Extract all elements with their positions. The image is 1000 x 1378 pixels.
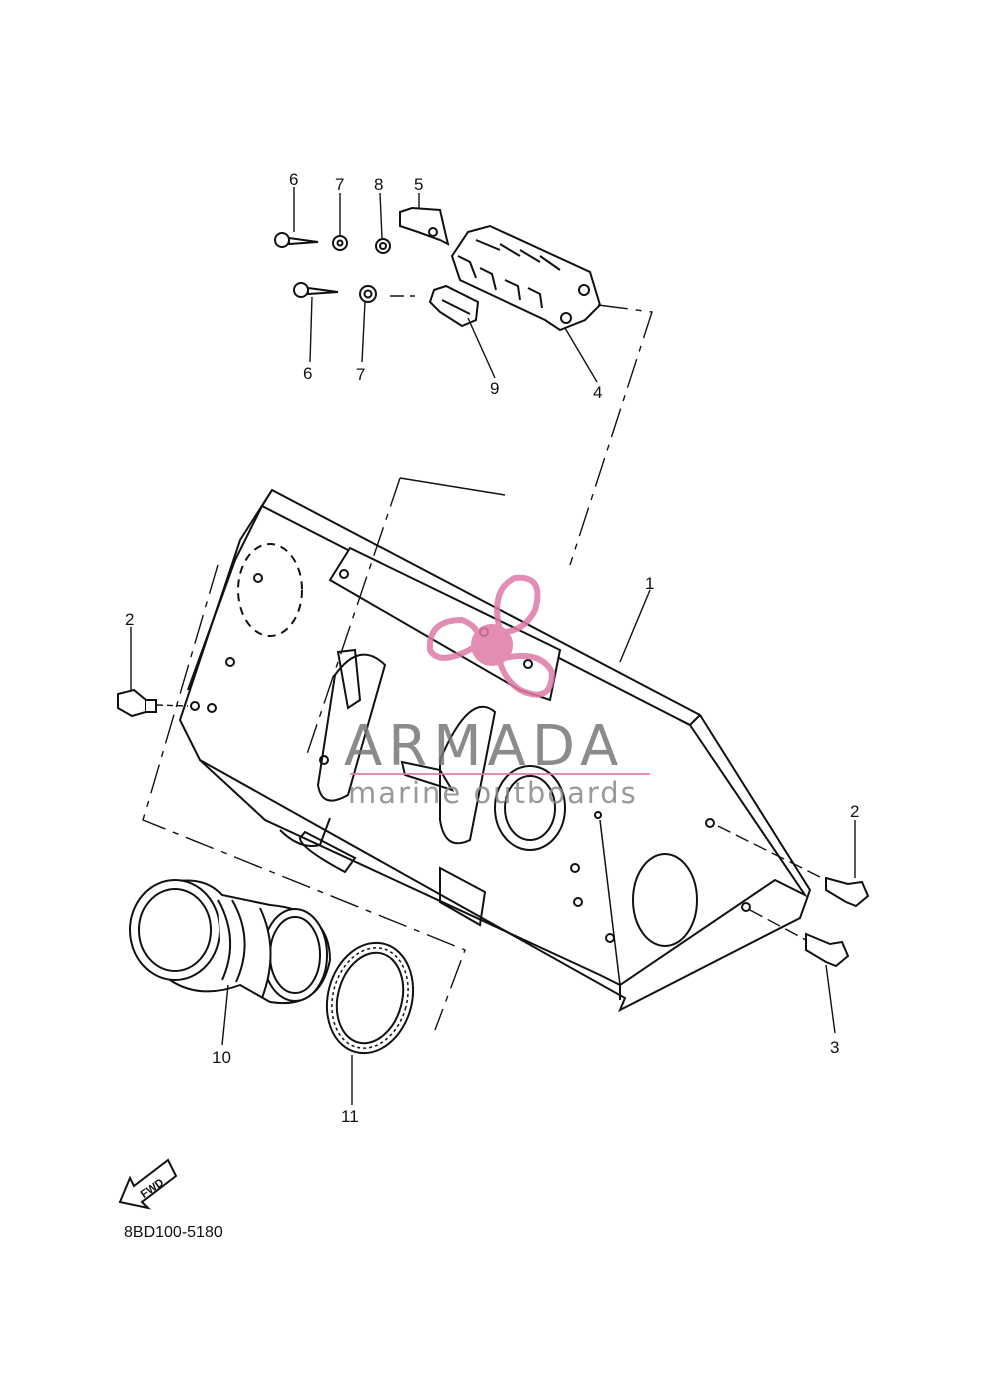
- callout-7-top: 7: [335, 175, 344, 194]
- small-bracket-part-5: [399, 206, 450, 246]
- callout-7-bottom: 7: [356, 365, 365, 384]
- intake-duct-part-10: [129, 879, 332, 1005]
- terminal-block-part-4: [450, 224, 602, 332]
- armada-watermark: ARMADA marine outboards: [344, 574, 650, 810]
- clamp-part-9: [428, 284, 480, 328]
- callout-4: 4: [593, 383, 602, 402]
- propeller-logo-icon: [426, 574, 556, 698]
- callout-3: 3: [830, 1038, 839, 1057]
- callout-numbers: 6 7 8 5 6 7 9 4 1 2 2 3 10 11: [125, 170, 859, 1126]
- callout-6-bottom: 6: [303, 364, 312, 383]
- leader-lines: [130, 187, 856, 1105]
- fwd-arrow-icon: FWD: [118, 1158, 178, 1210]
- callout-6-top: 6: [289, 170, 298, 189]
- callout-1: 1: [645, 574, 654, 593]
- screws-washers: [274, 232, 391, 303]
- callout-11: 11: [341, 1107, 359, 1126]
- watermark-tagline: marine outboards: [348, 776, 638, 810]
- bolts: [117, 688, 870, 968]
- callout-2-left: 2: [125, 610, 134, 629]
- callout-2-right: 2: [850, 802, 859, 821]
- watermark-name: ARMADA: [344, 714, 624, 779]
- callout-9: 9: [490, 379, 499, 398]
- bracket-plate-part-1: [178, 488, 812, 1013]
- callout-8: 8: [374, 175, 383, 194]
- diagram-code: 8BD100-5180: [124, 1224, 223, 1241]
- seal-ring-part-11: [325, 941, 415, 1055]
- callout-10: 10: [212, 1048, 231, 1067]
- callout-5: 5: [414, 175, 423, 194]
